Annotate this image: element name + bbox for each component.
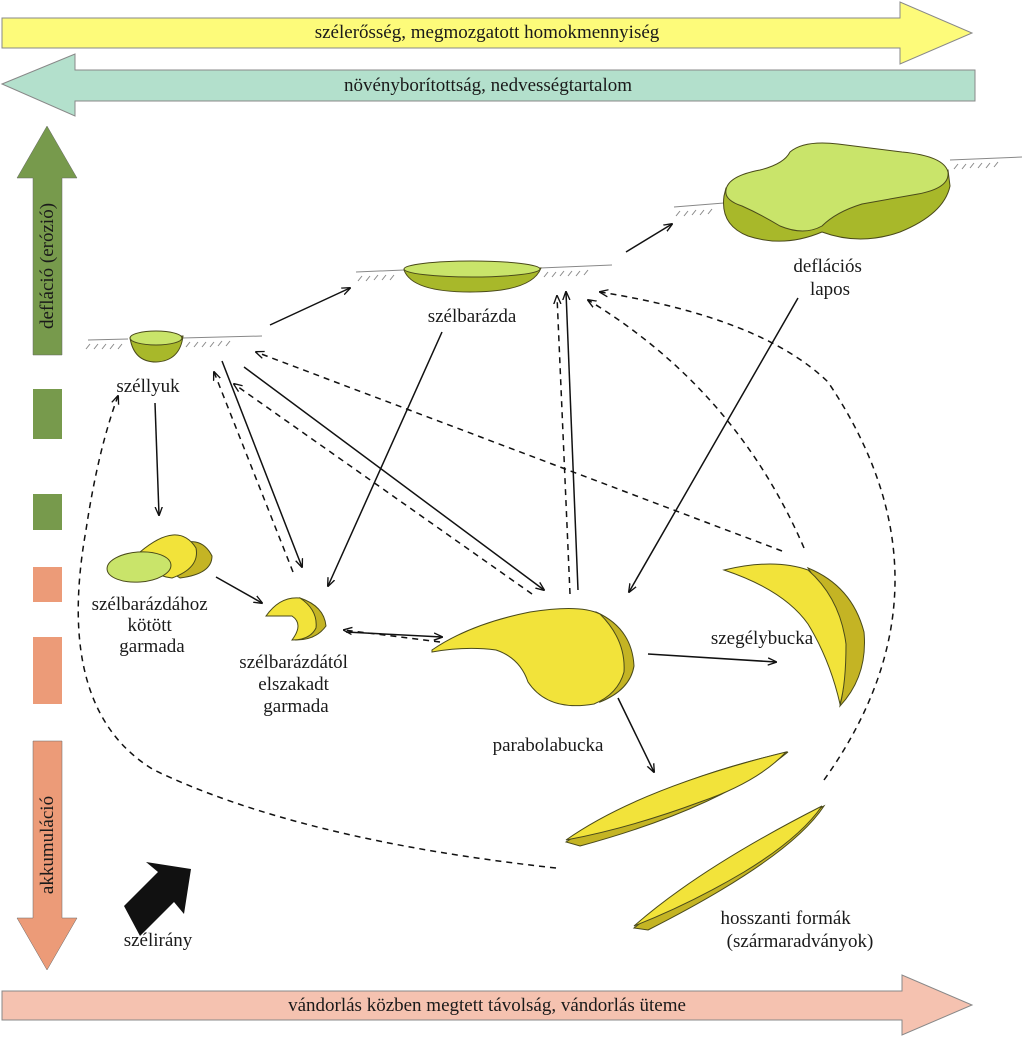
dashed-arrows	[77, 292, 896, 869]
vegetation-band-arrow	[0, 53, 976, 117]
wind-strength-band-label: szélerősség, megmozgatott homokmennyiség	[315, 22, 660, 43]
szellyuk-shape	[129, 330, 184, 363]
migration-band-label: vándorlás közben megtett távolság, vándo…	[288, 995, 686, 1016]
deflacios-lapos-shape	[723, 142, 951, 242]
szegelybucka-shape	[722, 563, 865, 708]
vegetation-band-label: növényborítottság, nedvességtartalom	[344, 75, 632, 96]
hosszanti-forma-shape	[564, 751, 789, 847]
elszakadt-garmada-label-line1: szélbarázdától	[239, 652, 348, 673]
deflation-axis-label: defláció (erózió)	[37, 203, 58, 329]
hosszanti-forma-shape	[632, 804, 826, 931]
szelbarazda-label: szélbarázda	[428, 306, 517, 327]
deflation-dash-segment	[33, 494, 62, 530]
deflation-axis-arrow	[16, 125, 78, 356]
szelbarazda-shape	[403, 260, 542, 293]
elszakadt-garmada-label-line2: elszakadt	[258, 674, 329, 695]
parabolabucka-shape	[431, 607, 635, 707]
kotott-garmada-label-line3: garmada	[119, 636, 185, 657]
deflacios-lapos-label-line1: deflációs	[793, 256, 862, 277]
solid-arrows	[154, 224, 799, 772]
deflation-dash-segment	[33, 389, 62, 439]
elszakadt-garmada-shape	[265, 597, 327, 641]
accumulation-axis-label: akkumuláció	[37, 796, 58, 894]
szellyuk-label: széllyuk	[116, 376, 180, 397]
elszakadt-garmada-label: szélbarázdától elszakadt garmada	[239, 652, 352, 717]
elszakadt-garmada-label-line3: garmada	[263, 696, 329, 717]
kotott-garmada-shape	[106, 534, 213, 583]
parabolabucka-label: parabolabucka	[493, 735, 604, 756]
deflacios-lapos-label-line2: lapos	[810, 279, 850, 300]
hosszanti-formak-label: hosszanti formák (szármaradványok)	[720, 908, 873, 952]
kotott-garmada-label-line1: szélbarázdához	[92, 594, 208, 615]
wind-direction-arrow-icon	[124, 862, 191, 936]
wind-direction-label: szélirány	[124, 930, 193, 951]
hosszanti-formak-label-line1: hosszanti formák	[720, 908, 851, 929]
accumulation-axis-arrow	[16, 740, 78, 971]
ground-surface-lines	[85, 156, 1023, 350]
deflacios-lapos-label: deflációs lapos	[793, 256, 866, 300]
szegelybucka-label: szegélybucka	[711, 628, 814, 649]
migration-band-arrow	[1, 974, 974, 1036]
wind-strength-band-arrow	[1, 1, 974, 65]
hosszanti-formak-label-line2: (szármaradványok)	[727, 931, 874, 952]
accumulation-dash-segment	[33, 567, 62, 602]
kotott-garmada-label: szélbarázdához kötött garmada	[92, 594, 213, 657]
accumulation-dash-segment	[33, 637, 62, 704]
kotott-garmada-label-line2: kötött	[127, 615, 172, 636]
